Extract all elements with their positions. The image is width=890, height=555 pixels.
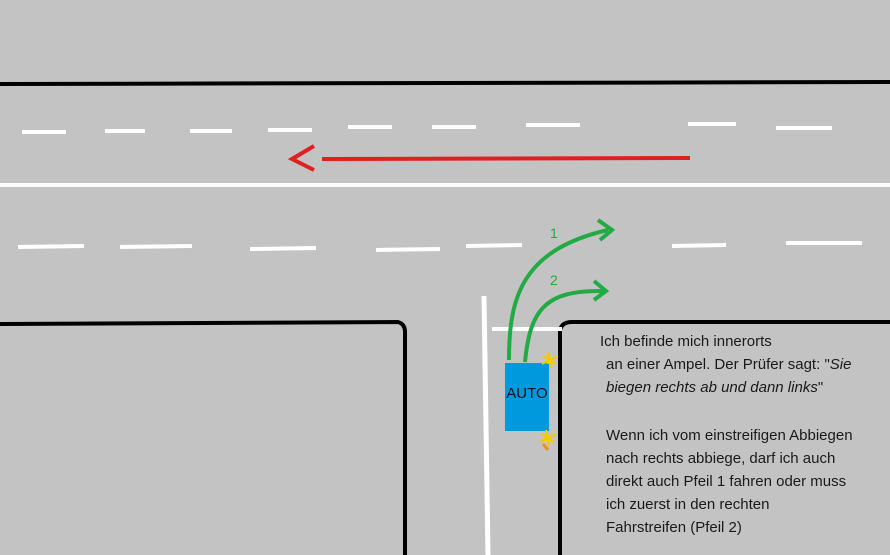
- front-right-indicator-icon: [541, 351, 559, 369]
- caption-line-2-prefix: an einer Ampel. Der Prüfer sagt: ": [606, 356, 830, 373]
- caption-line-2: an einer Ampel. Der Prüfer sagt: "Sie: [600, 353, 851, 376]
- question-line: Fahrstreifen (Pfeil 2): [606, 519, 742, 536]
- side-road-center-line: [481, 295, 491, 555]
- question-line: Wenn ich vom einstreifigen Abbiegen: [606, 427, 853, 444]
- lower-dashed-lane-line: [17, 241, 862, 252]
- car: AUTO: [505, 363, 549, 431]
- green-arrow-2: [523, 279, 610, 363]
- caption-line-1: Ich befinde mich innerorts: [600, 333, 772, 350]
- caption-line-2-italic: Sie: [829, 356, 852, 373]
- question-line: nach rechts abbiege, darf ich auch: [606, 450, 836, 467]
- car-label: AUTO: [506, 385, 547, 402]
- rear-right-indicator-icon: [539, 429, 557, 451]
- upper-dashed-lane-line: [22, 122, 832, 134]
- caption-text: Ich befinde mich innerorts an einer Ampe…: [600, 330, 851, 399]
- arrow-2-label: 2: [550, 272, 558, 288]
- question-line: ich zuerst in den rechten: [606, 496, 770, 513]
- caption-line-3-italic: biegen rechts ab und dann links: [606, 379, 818, 396]
- arrow-1-label: 1: [550, 225, 558, 241]
- left-curb: [0, 319, 407, 555]
- question-text: Wenn ich vom einstreifigen Abbiegen nach…: [606, 424, 890, 539]
- caption-line-3-suffix: ": [817, 379, 824, 396]
- top-curb: [0, 80, 890, 86]
- green-arrow-1: [507, 218, 616, 361]
- car-body: [505, 363, 549, 431]
- red-direction-arrow: [287, 144, 691, 172]
- caption-line-3: biegen rechts ab und dann links": [600, 376, 851, 399]
- question-line: direkt auch Pfeil 1 fahren oder muss: [606, 473, 847, 490]
